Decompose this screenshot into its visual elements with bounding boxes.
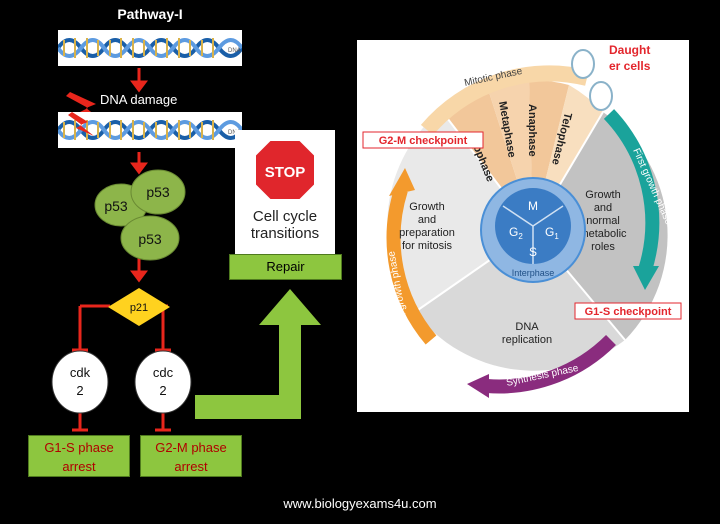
cdc2-label-1: cdc <box>153 365 174 380</box>
g2-text-2: and <box>418 214 436 226</box>
g2-wedge <box>387 110 533 312</box>
g2m-checkpoint-box <box>362 131 484 149</box>
daughter-label-1: Daught <box>609 43 650 57</box>
center-g2: G2 <box>509 225 523 241</box>
g2-text-3: preparation <box>399 227 455 239</box>
daughter-cell-2 <box>589 81 613 111</box>
g1-text-2: and <box>594 202 612 214</box>
g1s-checkpoint-box <box>574 302 682 320</box>
cdc2-label-2: 2 <box>159 383 166 398</box>
cdk2-label-2: 2 <box>76 383 83 398</box>
cdk2-label-1: cdk <box>70 365 91 380</box>
left-connectors <box>66 68 171 432</box>
g2m-arrest-line1: G2-M phase <box>155 440 227 455</box>
g2-text-1: Growth <box>409 201 444 213</box>
p21-node <box>108 288 170 326</box>
p53-label-left: p53 <box>104 198 128 214</box>
s-text-2: replication <box>502 334 552 346</box>
stop-sign-icon <box>254 139 316 201</box>
p53-node-bottom <box>120 215 180 261</box>
stop-label: STOP <box>265 164 306 181</box>
green-elbow-arrow <box>195 289 321 419</box>
second-growth-arrow <box>386 187 437 345</box>
s-wedge <box>415 230 625 371</box>
dna-tag-2: DNA <box>228 130 241 136</box>
g2m-arrest-box: G2-M phase arrest <box>140 435 242 477</box>
website-footer: www.biologyexams4u.com <box>283 496 437 511</box>
p53-label-bottom: p53 <box>138 231 162 247</box>
pathway-title: Pathway-I <box>117 6 183 22</box>
mitotic-phase-arrow <box>420 65 589 136</box>
center-g1: G1 <box>545 225 559 241</box>
p53-label-top: p53 <box>146 184 170 200</box>
g1-wedge <box>533 112 668 340</box>
synthesis-arrow <box>486 335 616 394</box>
center-s: S <box>529 245 537 259</box>
g1-text-4: metabolic <box>579 228 627 240</box>
protein-nodes: p53 p53 p53 p21 cdk 2 cdc 2 <box>51 169 192 414</box>
dna-strand-image: DNA <box>58 30 242 66</box>
g1s-checkpoint-label: G1-S checkpoint <box>585 306 672 318</box>
arrow-head-3 <box>130 270 148 283</box>
dna-damage-label: DNA damage <box>100 92 178 107</box>
g1-text-3: normal <box>586 215 620 227</box>
g1-text-5: roles <box>591 241 615 253</box>
p21-label: p21 <box>130 302 148 314</box>
cell-cycle-diagram: Prophase Metaphase Anaphase Telophase Mi… <box>357 40 689 412</box>
cdc2-node <box>134 350 192 414</box>
g1s-arrest-line1: G1-S phase <box>44 440 114 455</box>
daughter-cell-1 <box>571 49 595 79</box>
repair-box: Repair <box>229 254 342 280</box>
cell-cycle-line1: Cell cycle <box>252 208 318 225</box>
second-growth-arrowhead <box>389 168 415 196</box>
cell-cycle-text: Cell cycle transitions <box>235 208 335 242</box>
cell-cycle-line2: transitions <box>250 225 320 242</box>
lightning-bolt-icon <box>66 92 104 122</box>
interphase-label: Interphase <box>512 268 555 278</box>
first-growth-arrowhead <box>633 266 659 290</box>
stop-panel: STOP <box>235 130 335 254</box>
g1s-arrest-line2: arrest <box>62 459 96 474</box>
dna-tag: DNA <box>228 48 241 54</box>
g2-text-4: for mitosis <box>402 240 453 252</box>
anaphase-label: Anaphase <box>526 104 538 157</box>
g1-text-1: Growth <box>585 189 620 201</box>
synthesis-arrowhead <box>467 374 489 398</box>
g1s-arrest-box: G1-S phase arrest <box>28 435 130 477</box>
s-text-1: DNA <box>515 321 539 333</box>
g2m-checkpoint-label: G2-M checkpoint <box>379 135 468 147</box>
arrow-head-2 <box>130 162 148 175</box>
daughter-label-2: er cells <box>609 59 651 73</box>
first-growth-arrow <box>603 109 660 273</box>
center-m: M <box>528 199 538 213</box>
arrow-head-1 <box>130 80 148 93</box>
g2m-arrest-line2: arrest <box>174 459 208 474</box>
cdk2-node <box>51 350 109 414</box>
damaged-dna-strand-image: DNA <box>58 112 242 148</box>
p53-node-top <box>130 169 186 215</box>
